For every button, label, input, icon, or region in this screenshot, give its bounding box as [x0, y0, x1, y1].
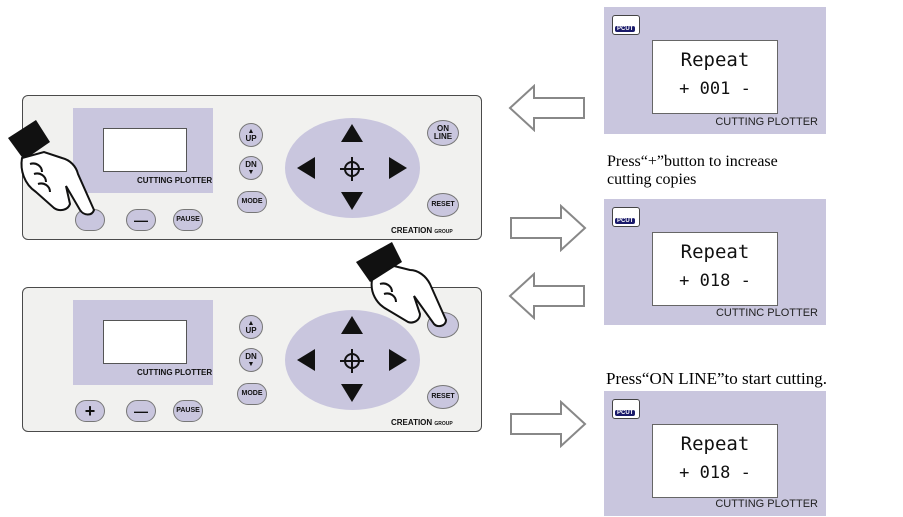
left-direction-icon[interactable]	[297, 157, 315, 179]
lcd-line-2: + 018 -	[679, 271, 751, 291]
down-arrow-icon: ▼	[247, 360, 255, 368]
pcut-logo: PCUT	[612, 15, 640, 35]
down-direction-icon[interactable]	[341, 384, 363, 402]
minus-button[interactable]: —	[126, 209, 156, 231]
left-arrow-icon	[508, 84, 585, 132]
up-arrow-icon: ▲	[247, 127, 255, 135]
minus-button[interactable]: —	[126, 400, 156, 422]
control-panel-top: CUTTING PLOTTER — PAUSE ▲ UP DN ▼ MODE O…	[22, 95, 482, 240]
plotter-label: CUTTING PLOTTER	[715, 116, 818, 128]
on-line-label-2: LINE	[433, 132, 453, 141]
brand-label: CREATION GROUP	[391, 226, 453, 235]
right-direction-icon[interactable]	[389, 349, 407, 371]
up-button[interactable]: ▲ UP	[239, 123, 263, 147]
dn-label: DN	[245, 351, 257, 361]
dn-button[interactable]: DN ▼	[239, 156, 263, 180]
lcd-screen	[103, 320, 187, 364]
plotter-label: CUTTING PLOTTER	[137, 176, 213, 185]
pcut-logo: PCUT	[612, 399, 640, 419]
lcd-line-2: + 001 -	[679, 79, 751, 99]
origin-crosshair-icon[interactable]	[339, 348, 365, 374]
dn-button[interactable]: DN ▼	[239, 348, 263, 372]
caption-line-1: Press“+”button to increase	[607, 153, 778, 170]
lcd-line-1: Repeat	[680, 49, 750, 71]
right-arrow-icon	[510, 400, 587, 448]
lcd-screen: Repeat + 001 -	[652, 40, 778, 114]
caption-start: Press“ON LINE”to start cutting.	[606, 370, 827, 388]
caption-line-2: cutting copies	[607, 171, 697, 188]
plus-button[interactable]: +	[75, 400, 105, 422]
up-direction-icon[interactable]	[341, 316, 363, 334]
pause-button[interactable]: PAUSE	[173, 400, 203, 422]
lcd-display-2: PCUT Repeat + 018 - CUTTINC PLOTTER	[604, 199, 826, 325]
lcd-screen: Repeat + 018 -	[652, 232, 778, 306]
up-label: UP	[245, 325, 257, 335]
right-arrow-icon	[510, 204, 587, 252]
plotter-label: CUTTING PLOTTER	[137, 368, 213, 377]
up-button[interactable]: ▲ UP	[239, 315, 263, 339]
mode-button[interactable]: MODE	[237, 191, 267, 213]
caption-increase: Press“+”button to increase cutting copie…	[607, 153, 778, 189]
dn-label: DN	[245, 159, 257, 169]
caption-line-1: Press“ON LINE”to start cutting.	[606, 369, 827, 388]
lcd-line-1: Repeat	[680, 241, 750, 263]
pointing-hand-icon	[356, 242, 448, 328]
on-line-label-1: ON	[437, 124, 449, 133]
lcd-screen	[103, 128, 187, 172]
on-line-button[interactable]: ON LINE	[427, 120, 459, 146]
up-label: UP	[245, 133, 257, 143]
mode-button[interactable]: MODE	[237, 383, 267, 405]
reset-button[interactable]: RESET	[427, 385, 459, 409]
plotter-label: CUTTING PLOTTER	[715, 498, 818, 510]
pointing-hand-icon	[8, 120, 96, 216]
up-arrow-icon: ▲	[247, 319, 255, 327]
origin-crosshair-icon[interactable]	[339, 156, 365, 182]
down-direction-icon[interactable]	[341, 192, 363, 210]
lcd-display-3: PCUT Repeat + 018 - CUTTING PLOTTER	[604, 391, 826, 516]
plotter-label: CUTTINC PLOTTER	[715, 307, 818, 319]
up-direction-icon[interactable]	[341, 124, 363, 142]
brand-label: CREATION GROUP	[391, 418, 453, 427]
lcd-display-1: PCUT Repeat + 001 - CUTTING PLOTTER	[604, 7, 826, 134]
left-direction-icon[interactable]	[297, 349, 315, 371]
left-arrow-icon	[508, 272, 585, 320]
lcd-screen: Repeat + 018 -	[652, 424, 778, 498]
reset-button[interactable]: RESET	[427, 193, 459, 217]
right-direction-icon[interactable]	[389, 157, 407, 179]
pcut-logo: PCUT	[612, 207, 640, 227]
lcd-line-1: Repeat	[680, 433, 750, 455]
pause-button[interactable]: PAUSE	[173, 209, 203, 231]
down-arrow-icon: ▼	[247, 168, 255, 176]
lcd-line-2: + 018 -	[679, 463, 751, 483]
